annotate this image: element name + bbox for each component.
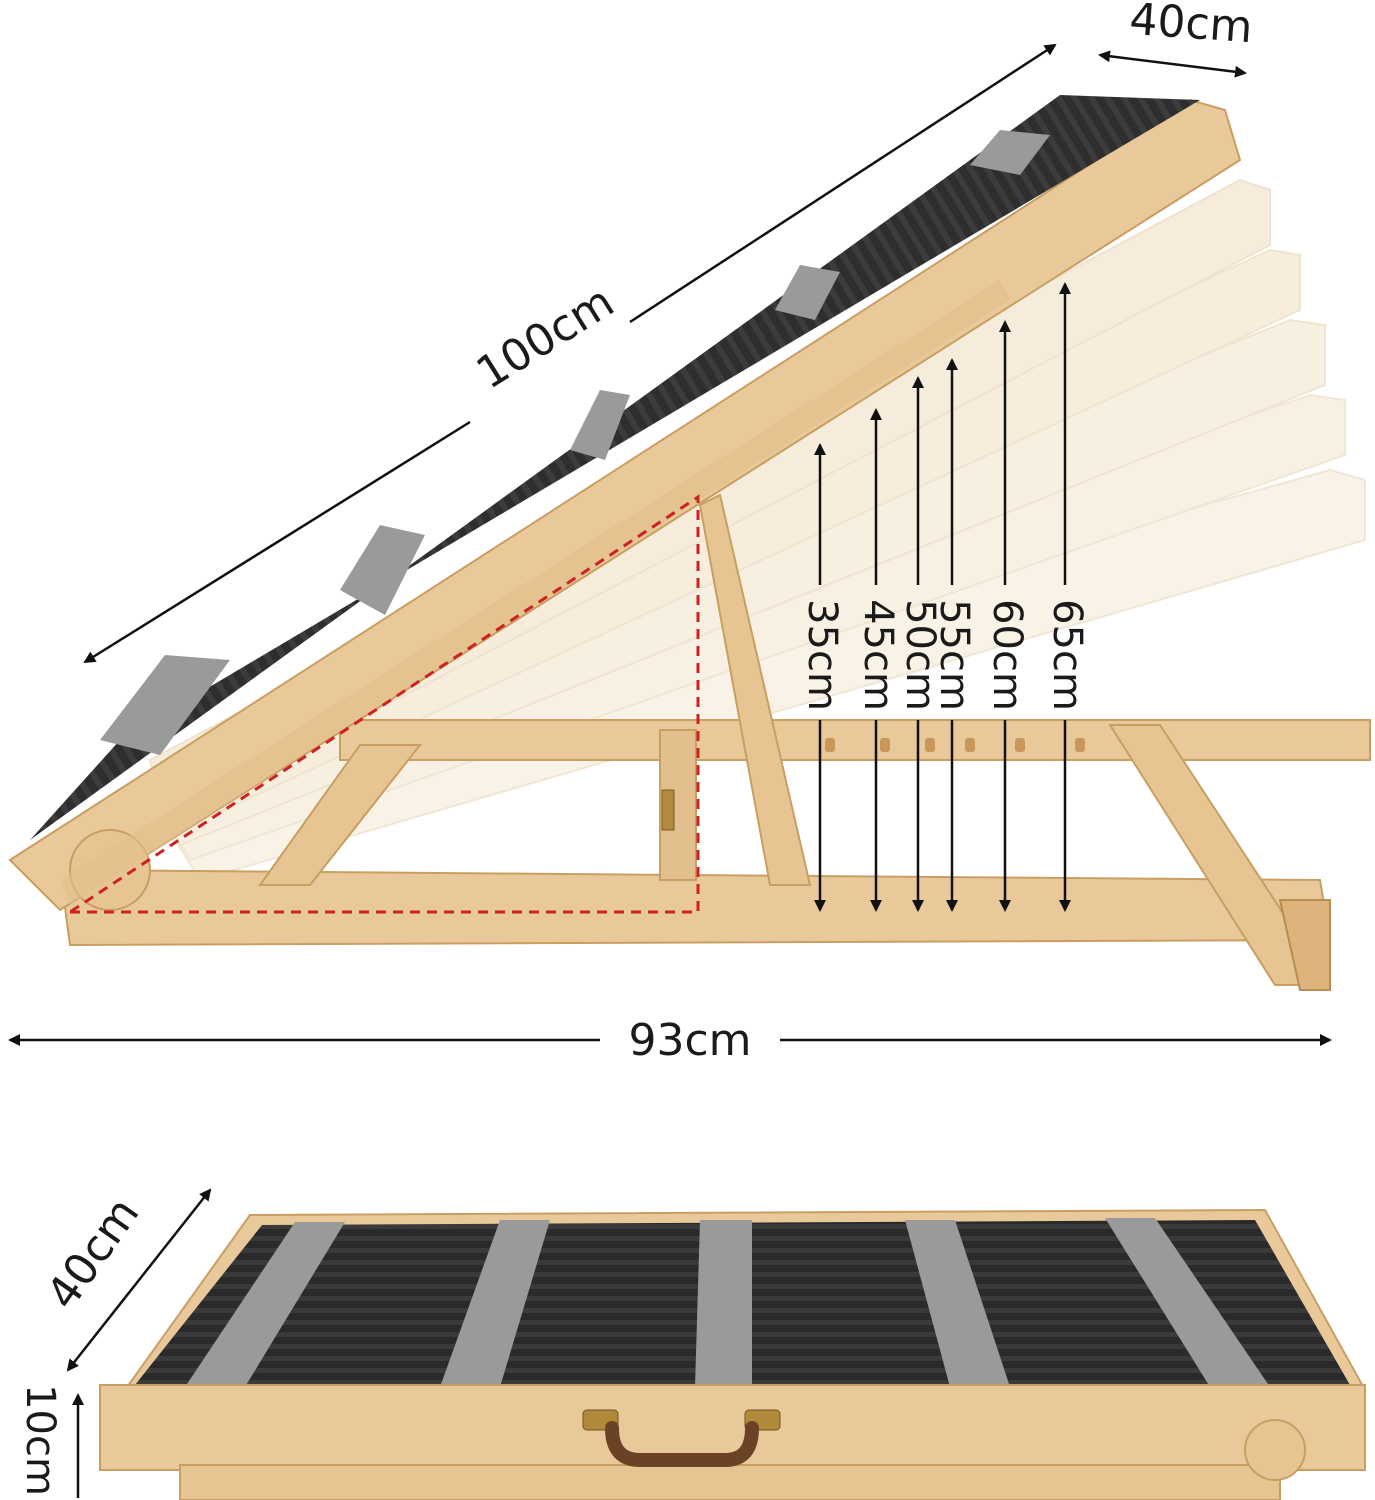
height-label-55: 55cm	[931, 599, 977, 711]
ramp-width-label: 40cm	[1128, 0, 1254, 53]
height-setting-35: 35cm	[799, 443, 845, 912]
height-setting-45: 45cm	[855, 408, 901, 912]
height-label-45: 45cm	[855, 599, 901, 711]
dimension-arrow-icon	[83, 420, 471, 664]
ramp-width-dimension: 40cm	[1098, 0, 1254, 78]
folded-width-label: 40cm	[37, 1189, 149, 1319]
hinge-icon	[661, 789, 675, 831]
height-label-50: 50cm	[897, 599, 943, 711]
folded-height-label: 10cm	[17, 1384, 63, 1496]
height-setting-60: 60cm	[984, 320, 1030, 912]
base-frame	[58, 493, 1371, 991]
dimension-arrow-icon	[1098, 50, 1247, 78]
height-label-35: 35cm	[799, 599, 845, 711]
handle-icon	[582, 1409, 781, 1467]
dimension-arrow-icon	[629, 43, 1057, 324]
main-ramp	[8, 95, 1242, 912]
ramp-length-label: 100cm	[468, 276, 623, 399]
height-guide-triangle	[69, 494, 700, 914]
height-settings: 35cm 45cm 50cm 55cm 60cm 65cm	[799, 282, 1090, 912]
dimension-arrow-icon	[66, 1188, 212, 1372]
height-setting-55: 55cm	[931, 358, 977, 912]
adjustment-pegs	[825, 738, 1085, 752]
height-setting-50: 50cm	[897, 376, 943, 912]
height-label-65: 65cm	[1044, 599, 1090, 711]
ramp-side-view	[8, 95, 1371, 991]
folded-ramp-view	[99, 1208, 1367, 1500]
height-setting-65: 65cm	[1044, 282, 1090, 912]
height-label-60: 60cm	[984, 599, 1030, 711]
folded-grip-stripes	[185, 1218, 1270, 1387]
ramp-grip-stripes	[100, 130, 1050, 755]
base-length-label: 93cm	[628, 1015, 751, 1066]
base-length-dimension: 93cm	[8, 1015, 1332, 1066]
folded-height-dimension: 10cm	[17, 1384, 84, 1498]
